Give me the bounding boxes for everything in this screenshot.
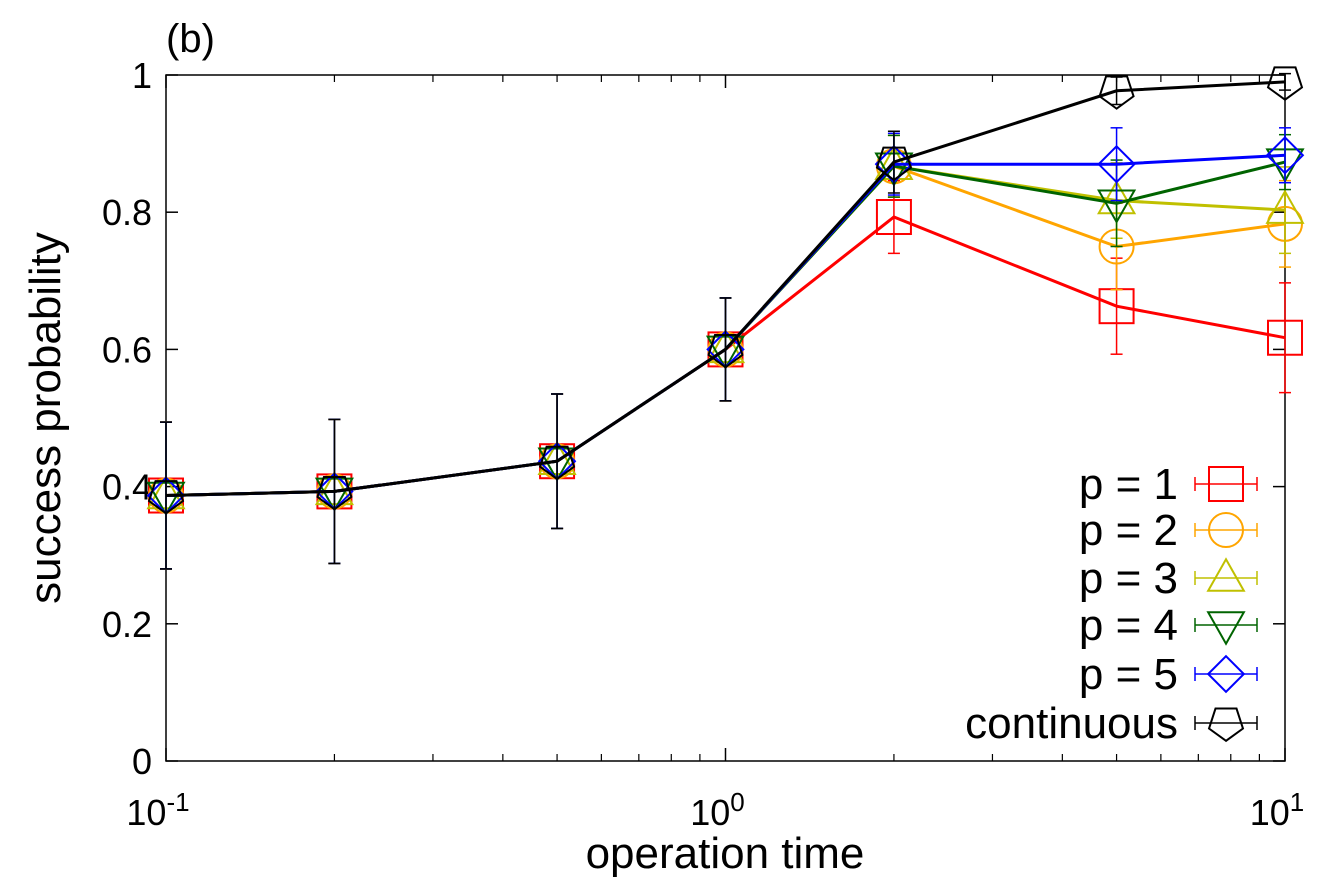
- error-bar: [887, 130, 900, 194]
- y-tick-label: 0: [132, 741, 152, 782]
- series-6: [147, 66, 1304, 570]
- data-point: [1098, 75, 1135, 110]
- legend-label: p = 2: [1079, 506, 1178, 555]
- panel-label: (b): [166, 17, 215, 61]
- data-point: [1266, 66, 1304, 101]
- legend-item: p = 3: [1079, 554, 1258, 603]
- legend-marker: [1207, 707, 1245, 743]
- legend-marker: [1208, 466, 1244, 502]
- legend-item: continuous: [965, 699, 1258, 748]
- y-axis: 0 0.2 0.4 0.6 0.8 1: [102, 55, 1285, 782]
- data-point: [1267, 319, 1303, 356]
- series-layer: [146, 66, 1305, 570]
- data-point: [875, 146, 913, 182]
- x-axis-title: operation time: [586, 829, 865, 878]
- y-tick-label: 0.2: [102, 604, 152, 645]
- y-tick-label: 0.4: [102, 467, 152, 508]
- data-point: [316, 475, 353, 511]
- error-bar: [160, 421, 172, 570]
- data-point: [1265, 135, 1305, 175]
- data-point: [1097, 144, 1136, 184]
- legend-marker: [1206, 611, 1246, 646]
- error-bar: [551, 393, 564, 530]
- legend-label: continuous: [965, 699, 1178, 748]
- x-axis: 10-1 100 101: [126, 75, 1304, 833]
- legend-label: p = 4: [1079, 601, 1178, 650]
- data-point: [707, 333, 744, 369]
- error-bar: [1279, 72, 1291, 91]
- data-point: [875, 199, 912, 236]
- error-bar: [328, 418, 341, 565]
- legend-label: p = 3: [1079, 554, 1178, 603]
- error-bar: [1110, 127, 1123, 202]
- legend-marker: [1206, 654, 1246, 694]
- x-tick-label: 101: [1250, 787, 1305, 833]
- data-point: [147, 480, 185, 515]
- data-point: [1265, 189, 1305, 224]
- legend-item: p = 5: [1079, 650, 1258, 699]
- y-tick-label: 0.6: [102, 329, 152, 370]
- x-tick-label: 100: [690, 787, 745, 833]
- y-tick-label: 0.8: [102, 192, 152, 233]
- error-bar: [1279, 282, 1291, 394]
- data-point: [538, 445, 576, 481]
- error-bar: [719, 297, 732, 402]
- legend-label: p = 1: [1079, 460, 1178, 509]
- legend-item: p = 2: [1079, 506, 1258, 555]
- legend-marker: [1208, 512, 1244, 548]
- legend-marker: [1206, 557, 1246, 592]
- legend-label: p = 5: [1079, 650, 1178, 699]
- legend-item: p = 1: [1079, 460, 1258, 509]
- y-tick-label: 1: [132, 55, 152, 96]
- y-axis-title: success probability: [21, 232, 70, 604]
- x-tick-label: 10-1: [126, 787, 189, 833]
- legend-item: p = 4: [1079, 601, 1258, 650]
